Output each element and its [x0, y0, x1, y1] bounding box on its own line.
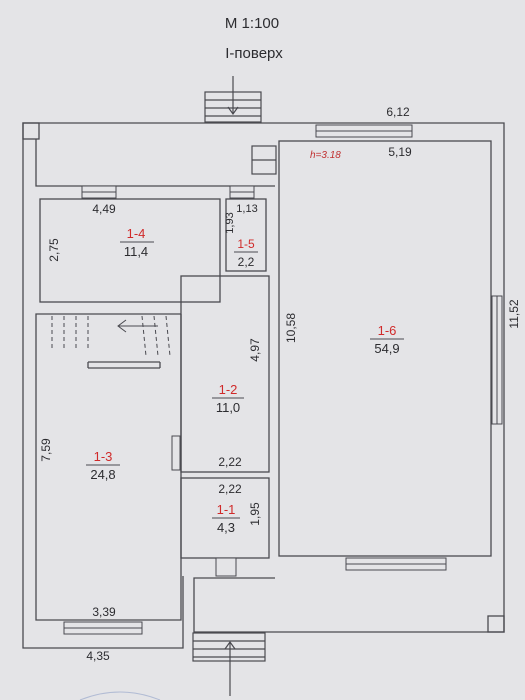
- room-number: 1-3: [94, 449, 113, 464]
- dim-room6-width: 5,19: [388, 145, 412, 159]
- room-area: 4,3: [217, 520, 235, 535]
- corner-column-br: [487, 615, 505, 633]
- dim-room4-width: 4,49: [92, 202, 116, 216]
- dim-bottom-width: 4,35: [86, 649, 110, 663]
- room-number: 1-2: [219, 382, 238, 397]
- room-label-1-1: 1-1 4,3: [212, 502, 240, 535]
- dim-room6-length: 10,58: [284, 313, 298, 343]
- room-area: 11,0: [216, 400, 240, 415]
- stair-arrow: [117, 319, 158, 333]
- stamp-trace: [79, 691, 161, 700]
- room-label-1-6: 1-6 54,9: [370, 323, 404, 356]
- room-label-1-4: 1-4 11,4: [120, 226, 154, 259]
- dimensions: 6,12 5,19 11,52 10,58 4,49 2,75 1,13 1,9…: [39, 105, 521, 663]
- entrance-bottom: [192, 632, 266, 696]
- dim-room5-width: 1,13: [236, 203, 257, 215]
- room-number: 1-4: [127, 226, 146, 241]
- room-area: 11,4: [124, 244, 148, 259]
- room-1-5-walls: [225, 198, 267, 272]
- window-room1: [215, 557, 237, 577]
- room-1-2-walls: [180, 275, 270, 473]
- dim-room5-depth: 1,93: [224, 212, 236, 233]
- scale-label: М 1:100: [225, 15, 279, 32]
- dim-room3-length: 7,59: [39, 438, 53, 462]
- room-label-1-2: 1-2 11,0: [212, 382, 244, 415]
- stair-steps: [51, 315, 171, 357]
- room-number: 1-5: [237, 237, 255, 251]
- room-1-3-walls: [35, 313, 182, 621]
- room-label-1-5: 1-5 2,2: [234, 237, 258, 269]
- dim-room2-width: 2,22: [218, 455, 242, 469]
- room-area: 2,2: [238, 255, 255, 269]
- windows: [63, 124, 503, 635]
- dim-top-width: 6,12: [386, 105, 410, 119]
- door-room2: [171, 435, 181, 471]
- room-area: 54,9: [374, 341, 399, 356]
- porch-inner-wall: [35, 139, 275, 187]
- dim-room1-depth: 1,95: [248, 502, 262, 526]
- outer-wall-right: [193, 122, 505, 633]
- dim-room4-depth: 2,75: [47, 238, 61, 262]
- room-label-1-3: 1-3 24,8: [86, 449, 120, 482]
- room-number: 1-1: [217, 502, 236, 517]
- dim-right-length: 11,52: [507, 299, 521, 328]
- room-number: 1-6: [378, 323, 397, 338]
- entrance-top: [204, 76, 277, 175]
- corner-column-tl: [22, 122, 40, 140]
- dim-room1-width: 2,22: [218, 482, 242, 496]
- dim-room2-length: 4,97: [248, 338, 262, 362]
- room-1-4-walls: [39, 198, 221, 303]
- floor-label: І-поверх: [225, 45, 283, 62]
- dim-room3-width: 3,39: [92, 605, 116, 619]
- walls: [22, 122, 505, 649]
- room-area: 24,8: [90, 467, 115, 482]
- room-1-6-walls: [278, 140, 492, 557]
- height-note: h=3.18: [310, 150, 341, 161]
- outer-wall-left: [22, 122, 275, 649]
